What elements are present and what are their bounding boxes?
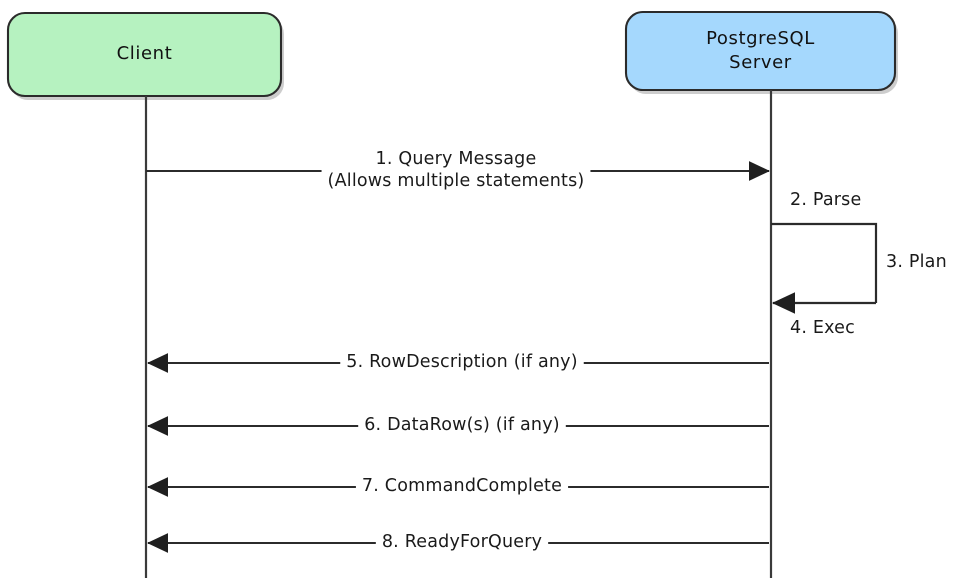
actor-box-server[interactable] — [624, 10, 898, 94]
self-loop-server — [771, 222, 878, 303]
message-label-1-line1: 1. Query Message — [375, 149, 537, 169]
message-label-1-line2: (Allows multiple statements) — [327, 171, 585, 192]
actor-box-client[interactable] — [6, 11, 284, 100]
self-loop-label-parse: 2. Parse — [790, 190, 862, 210]
message-label-6: 6. DataRow(s) (if any) — [364, 415, 560, 435]
message-label-8: 8. ReadyForQuery — [381, 532, 543, 552]
message-label-1: 1. Query Message (Allows multiple statem… — [328, 148, 585, 193]
self-loop-label-plan: 3. Plan — [886, 252, 947, 272]
message-label-7: 7. CommandComplete — [361, 476, 563, 496]
actor-box-client-shape — [6, 11, 283, 98]
actor-box-server-shape — [624, 10, 897, 92]
message-label-5: 5. RowDescription (if any) — [346, 352, 578, 372]
self-loop-label-exec: 4. Exec — [790, 318, 855, 338]
